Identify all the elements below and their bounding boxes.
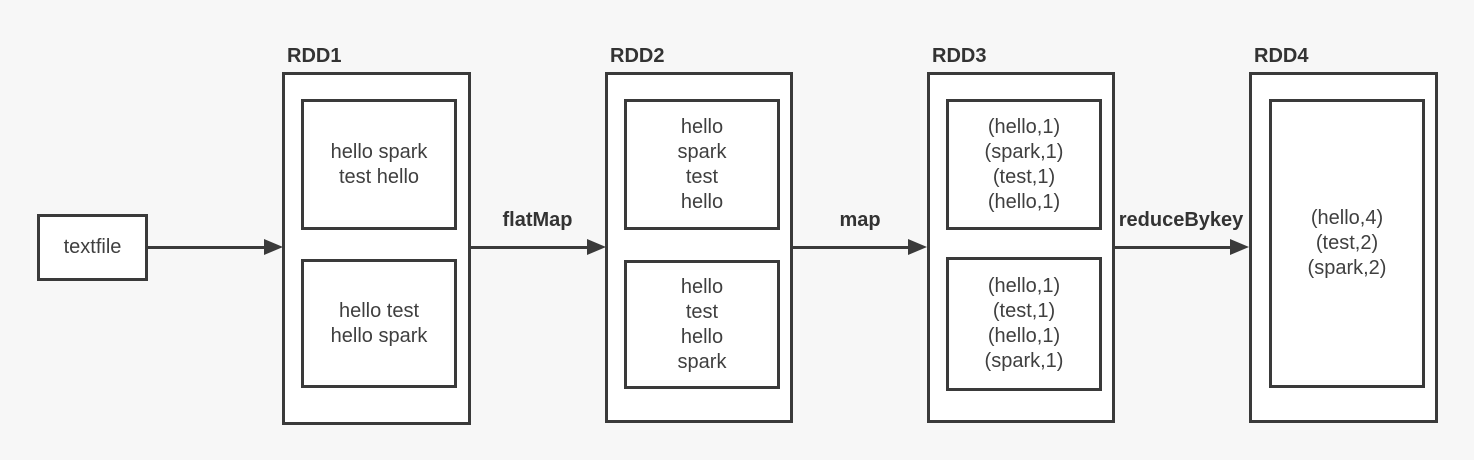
stage-title-rdd1: RDD1 [287,45,342,67]
partition-line: (test,2) [1315,232,1379,254]
rdd1-partition-2: hello test hello spark [301,259,457,388]
rdd3-partition-2: (hello,1) (test,1) (hello,1) (spark,1) [946,257,1102,391]
map-label: map [839,209,881,231]
partition-line: (hello,1) [987,275,1061,297]
partition-line: hello [680,115,724,138]
partition-line: (spark,1) [984,140,1064,163]
partition-line: test hello [338,165,420,188]
arrowhead-right-icon [587,239,606,255]
partition-line: (test,1) [992,165,1056,188]
rdd2-partition-2: hello test hello spark [624,260,780,389]
rdd4-outer-box: (hello,4) (test,2) (spark,2) [1249,72,1438,423]
arrow-line [793,246,913,249]
partition-line: (hello,1) [987,190,1061,213]
arrow-rdd1-to-rdd2 [471,239,606,256]
rdd2-outer-box: hello spark test hello hello test hello … [605,72,793,423]
stage-title-rdd2: RDD2 [610,45,665,67]
textfile-label: textfile [63,236,122,258]
partition-line: spark [677,140,727,163]
partition-line: hello spark [330,324,428,347]
arrow-line [471,246,592,249]
reducebykey-label: reduceBykey [1118,209,1244,231]
partition-line: hello [680,275,724,298]
partition-line: (test,1) [992,300,1056,322]
arrow-line [1115,246,1235,249]
rdd1-partition-1: hello spark test hello [301,99,457,230]
partition-line: (hello,1) [987,115,1061,138]
partition-line: (spark,2) [1307,257,1387,279]
arrowhead-right-icon [1230,239,1249,255]
arrowhead-right-icon [264,239,283,255]
partition-line: hello [680,325,724,348]
partition-line: (hello,4) [1310,207,1384,229]
partition-line: hello spark [330,140,428,163]
arrow-rdd3-to-rdd4 [1115,239,1249,256]
partition-line: spark [677,350,727,373]
flatmap-label: flatMap [502,209,573,231]
partition-line: (hello,1) [987,325,1061,347]
partition-line: test [685,300,719,323]
stage-title-rdd3: RDD3 [932,45,987,67]
arrow-rdd2-to-rdd3 [793,239,927,256]
stage-title-rdd4: RDD4 [1254,45,1309,67]
rdd2-partition-1: hello spark test hello [624,99,780,230]
arrow-line [147,246,269,249]
arrowhead-right-icon [908,239,927,255]
rdd1-outer-box: hello spark test hello hello test hello … [282,72,471,425]
partition-line: hello [680,190,724,213]
partition-line: hello test [338,299,420,322]
rdd3-outer-box: (hello,1) (spark,1) (test,1) (hello,1) (… [927,72,1115,423]
partition-line: test [685,165,719,188]
partition-line: (spark,1) [984,350,1064,372]
rdd4-partition-1: (hello,4) (test,2) (spark,2) [1269,99,1425,388]
arrow-textfile-to-rdd1 [147,239,283,256]
rdd3-partition-1: (hello,1) (spark,1) (test,1) (hello,1) [946,99,1102,230]
textfile-box: textfile [37,214,148,281]
